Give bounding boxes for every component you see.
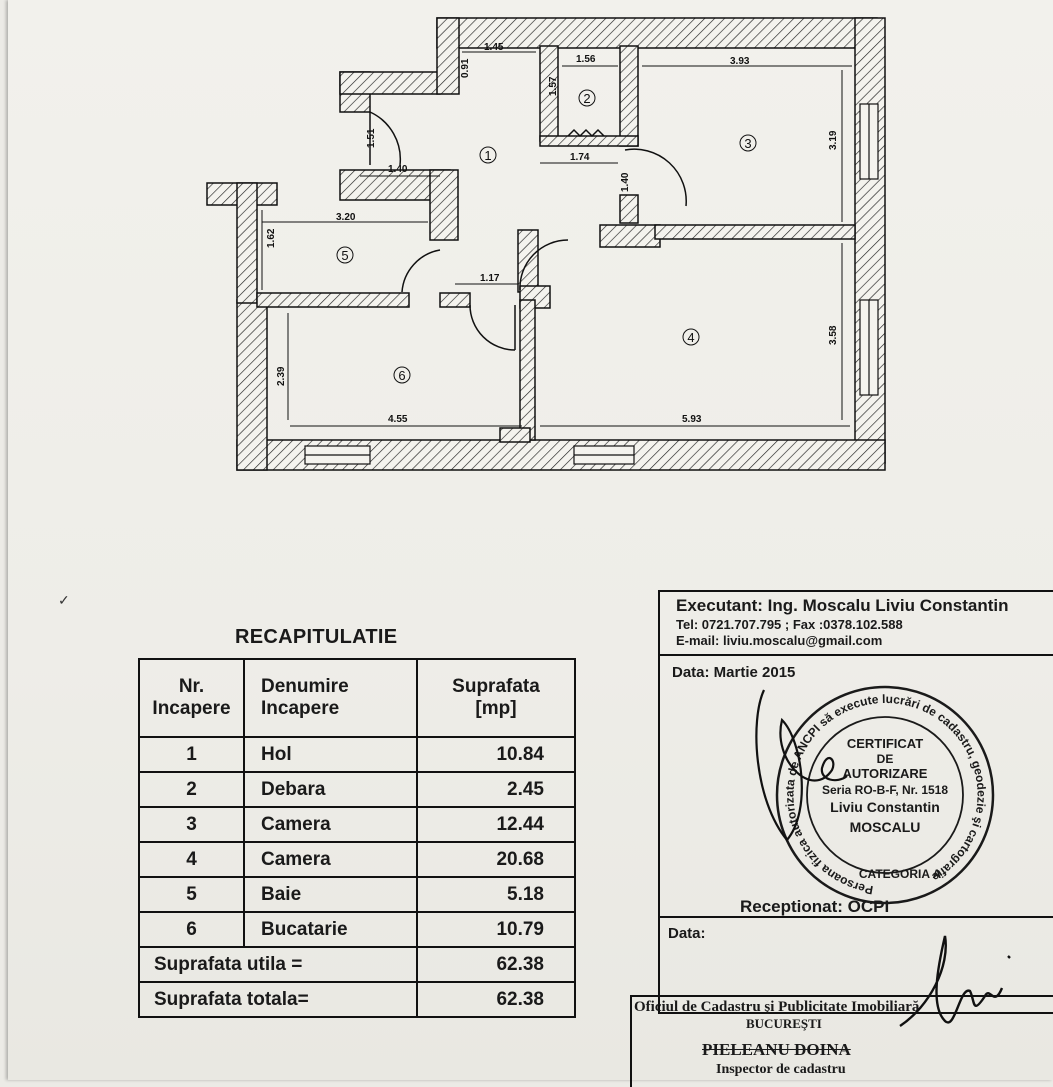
- dim-162: 1.62: [266, 228, 277, 248]
- doors: [369, 111, 687, 351]
- dim-358: 3.58: [828, 325, 839, 345]
- row-nr: 1: [138, 736, 245, 773]
- executant-date: Data: Martie 2015: [672, 664, 796, 681]
- dim-157: 1.57: [548, 76, 559, 96]
- row-area: 10.84: [416, 736, 576, 773]
- certificate-stamp: Persoana fizica autorizata de ANCPI să e…: [775, 685, 995, 905]
- inspector-signature: [899, 935, 1011, 1027]
- row-name: Camera: [243, 806, 418, 843]
- row-name: Camera: [243, 841, 418, 878]
- header-suprafata: Suprafata [mp]: [416, 658, 576, 738]
- divider: [658, 654, 1053, 656]
- ocpi-city: BUCUREŞTI: [746, 1016, 822, 1031]
- dim-239: 2.39: [276, 366, 287, 386]
- inspector-role: Inspector de cadastru: [716, 1062, 846, 1077]
- row-nr: 4: [138, 841, 245, 878]
- windows: [304, 103, 879, 465]
- table-row: 5 Baie 5.18: [138, 876, 576, 913]
- row-area: 5.18: [416, 876, 576, 913]
- row-nr: 5: [138, 876, 245, 913]
- stamp-line-6: MOSCALU: [850, 819, 921, 835]
- util-value: 62.38: [416, 946, 576, 983]
- util-row: Suprafata utila = 62.38: [138, 946, 576, 983]
- dim-145: 1.45: [484, 42, 504, 53]
- row-name: Hol: [243, 736, 418, 773]
- row-area: 10.79: [416, 911, 576, 948]
- dim-156: 1.56: [576, 54, 596, 65]
- row-nr: 3: [138, 806, 245, 843]
- executant-name: Executant: Ing. Moscalu Liviu Constantin: [676, 596, 1009, 615]
- dim-393: 3.93: [730, 56, 750, 67]
- executant-signature: [755, 689, 848, 842]
- reception-label: Receptionat: OCPI: [740, 897, 890, 916]
- stamp-line-3: AUTORIZARE: [843, 766, 928, 781]
- stamp-line-1: CERTIFICAT: [847, 736, 923, 751]
- dimension-labels: 1.45 0.91 1.56 1.57 3.93 3.19 1.51 1.40 …: [266, 42, 839, 425]
- row-name: Baie: [243, 876, 418, 913]
- executant-header: Executant: Ing. Moscalu Liviu Constantin…: [676, 596, 1008, 648]
- dimension-lines: [261, 51, 852, 427]
- dim-140b: 1.40: [620, 172, 631, 192]
- room-number-5: 5: [341, 248, 348, 263]
- table-row: 4 Camera 20.68: [138, 841, 576, 878]
- total-label: Suprafata totala=: [138, 981, 418, 1018]
- floor-plan: 1 2 3 4 5 6 1.45 0.91 1.56 1.57 3.93 3.1…: [206, 17, 886, 471]
- reception-date: Data:: [668, 925, 706, 942]
- table-row: 2 Debara 2.45: [138, 771, 576, 808]
- row-nr: 6: [138, 911, 245, 948]
- util-label: Suprafata utila =: [138, 946, 418, 983]
- executant-email: E-mail: liviu.moscalu@gmail.com: [676, 633, 883, 648]
- room-number-1: 1: [484, 148, 491, 163]
- executant-phone: Tel: 0721.707.795 ; Fax :0378.102.588: [676, 617, 903, 632]
- stamp-line-4: Seria RO-B-F, Nr. 1518: [822, 783, 948, 797]
- row-area: 12.44: [416, 806, 576, 843]
- executant-box: [658, 590, 1053, 1014]
- dim-174: 1.74: [570, 152, 590, 163]
- header-denumire: Denumire Incapere: [243, 658, 418, 738]
- room-number-2: 2: [583, 91, 590, 106]
- row-name: Bucatarie: [243, 911, 418, 948]
- dim-151: 1.51: [366, 128, 377, 148]
- room-numbers: 1 2 3 4 5 6: [336, 89, 757, 384]
- stamp-line-5: Liviu Constantin: [830, 799, 940, 815]
- table-row: 6 Bucatarie 10.79: [138, 911, 576, 948]
- dim-320: 3.20: [336, 212, 356, 223]
- header-nr: Nr. Incapere: [138, 658, 245, 738]
- stamp-line-2: DE: [877, 752, 894, 766]
- dim-140a: 1.40: [388, 164, 408, 175]
- room-number-4: 4: [687, 330, 694, 345]
- row-area: 2.45: [416, 771, 576, 808]
- ocpi-office: Oficiul de Cadastru şi Publicitate Imobi…: [634, 999, 920, 1015]
- total-value: 62.38: [416, 981, 576, 1018]
- row-area: 20.68: [416, 841, 576, 878]
- recap-title: RECAPITULATIE: [235, 626, 398, 648]
- table-row: 1 Hol 10.84: [138, 736, 576, 773]
- inspector-name: PIELEANU DOINA: [702, 1040, 851, 1059]
- recap-table: Nr. Incapere Denumire Incapere Suprafata…: [138, 658, 576, 1018]
- ocpi-stamp-box: [630, 995, 1053, 1087]
- total-row: Suprafata totala= 62.38: [138, 981, 576, 1018]
- recap-header-row: Nr. Incapere Denumire Incapere Suprafata…: [138, 658, 576, 738]
- divider: [658, 916, 1053, 918]
- table-row: 3 Camera 12.44: [138, 806, 576, 843]
- walls: [206, 17, 886, 471]
- row-nr: 2: [138, 771, 245, 808]
- room-number-6: 6: [398, 368, 405, 383]
- dim-091: 0.91: [460, 58, 471, 78]
- dim-593: 5.93: [682, 414, 702, 425]
- row-name: Debara: [243, 771, 418, 808]
- dim-117: 1.17: [480, 273, 500, 284]
- dim-455: 4.55: [388, 414, 408, 425]
- pen-mark: ✓: [58, 592, 70, 608]
- dim-319: 3.19: [828, 130, 839, 150]
- room-number-3: 3: [744, 136, 751, 151]
- stamp-line-7: CATEGORIA A: [859, 867, 942, 881]
